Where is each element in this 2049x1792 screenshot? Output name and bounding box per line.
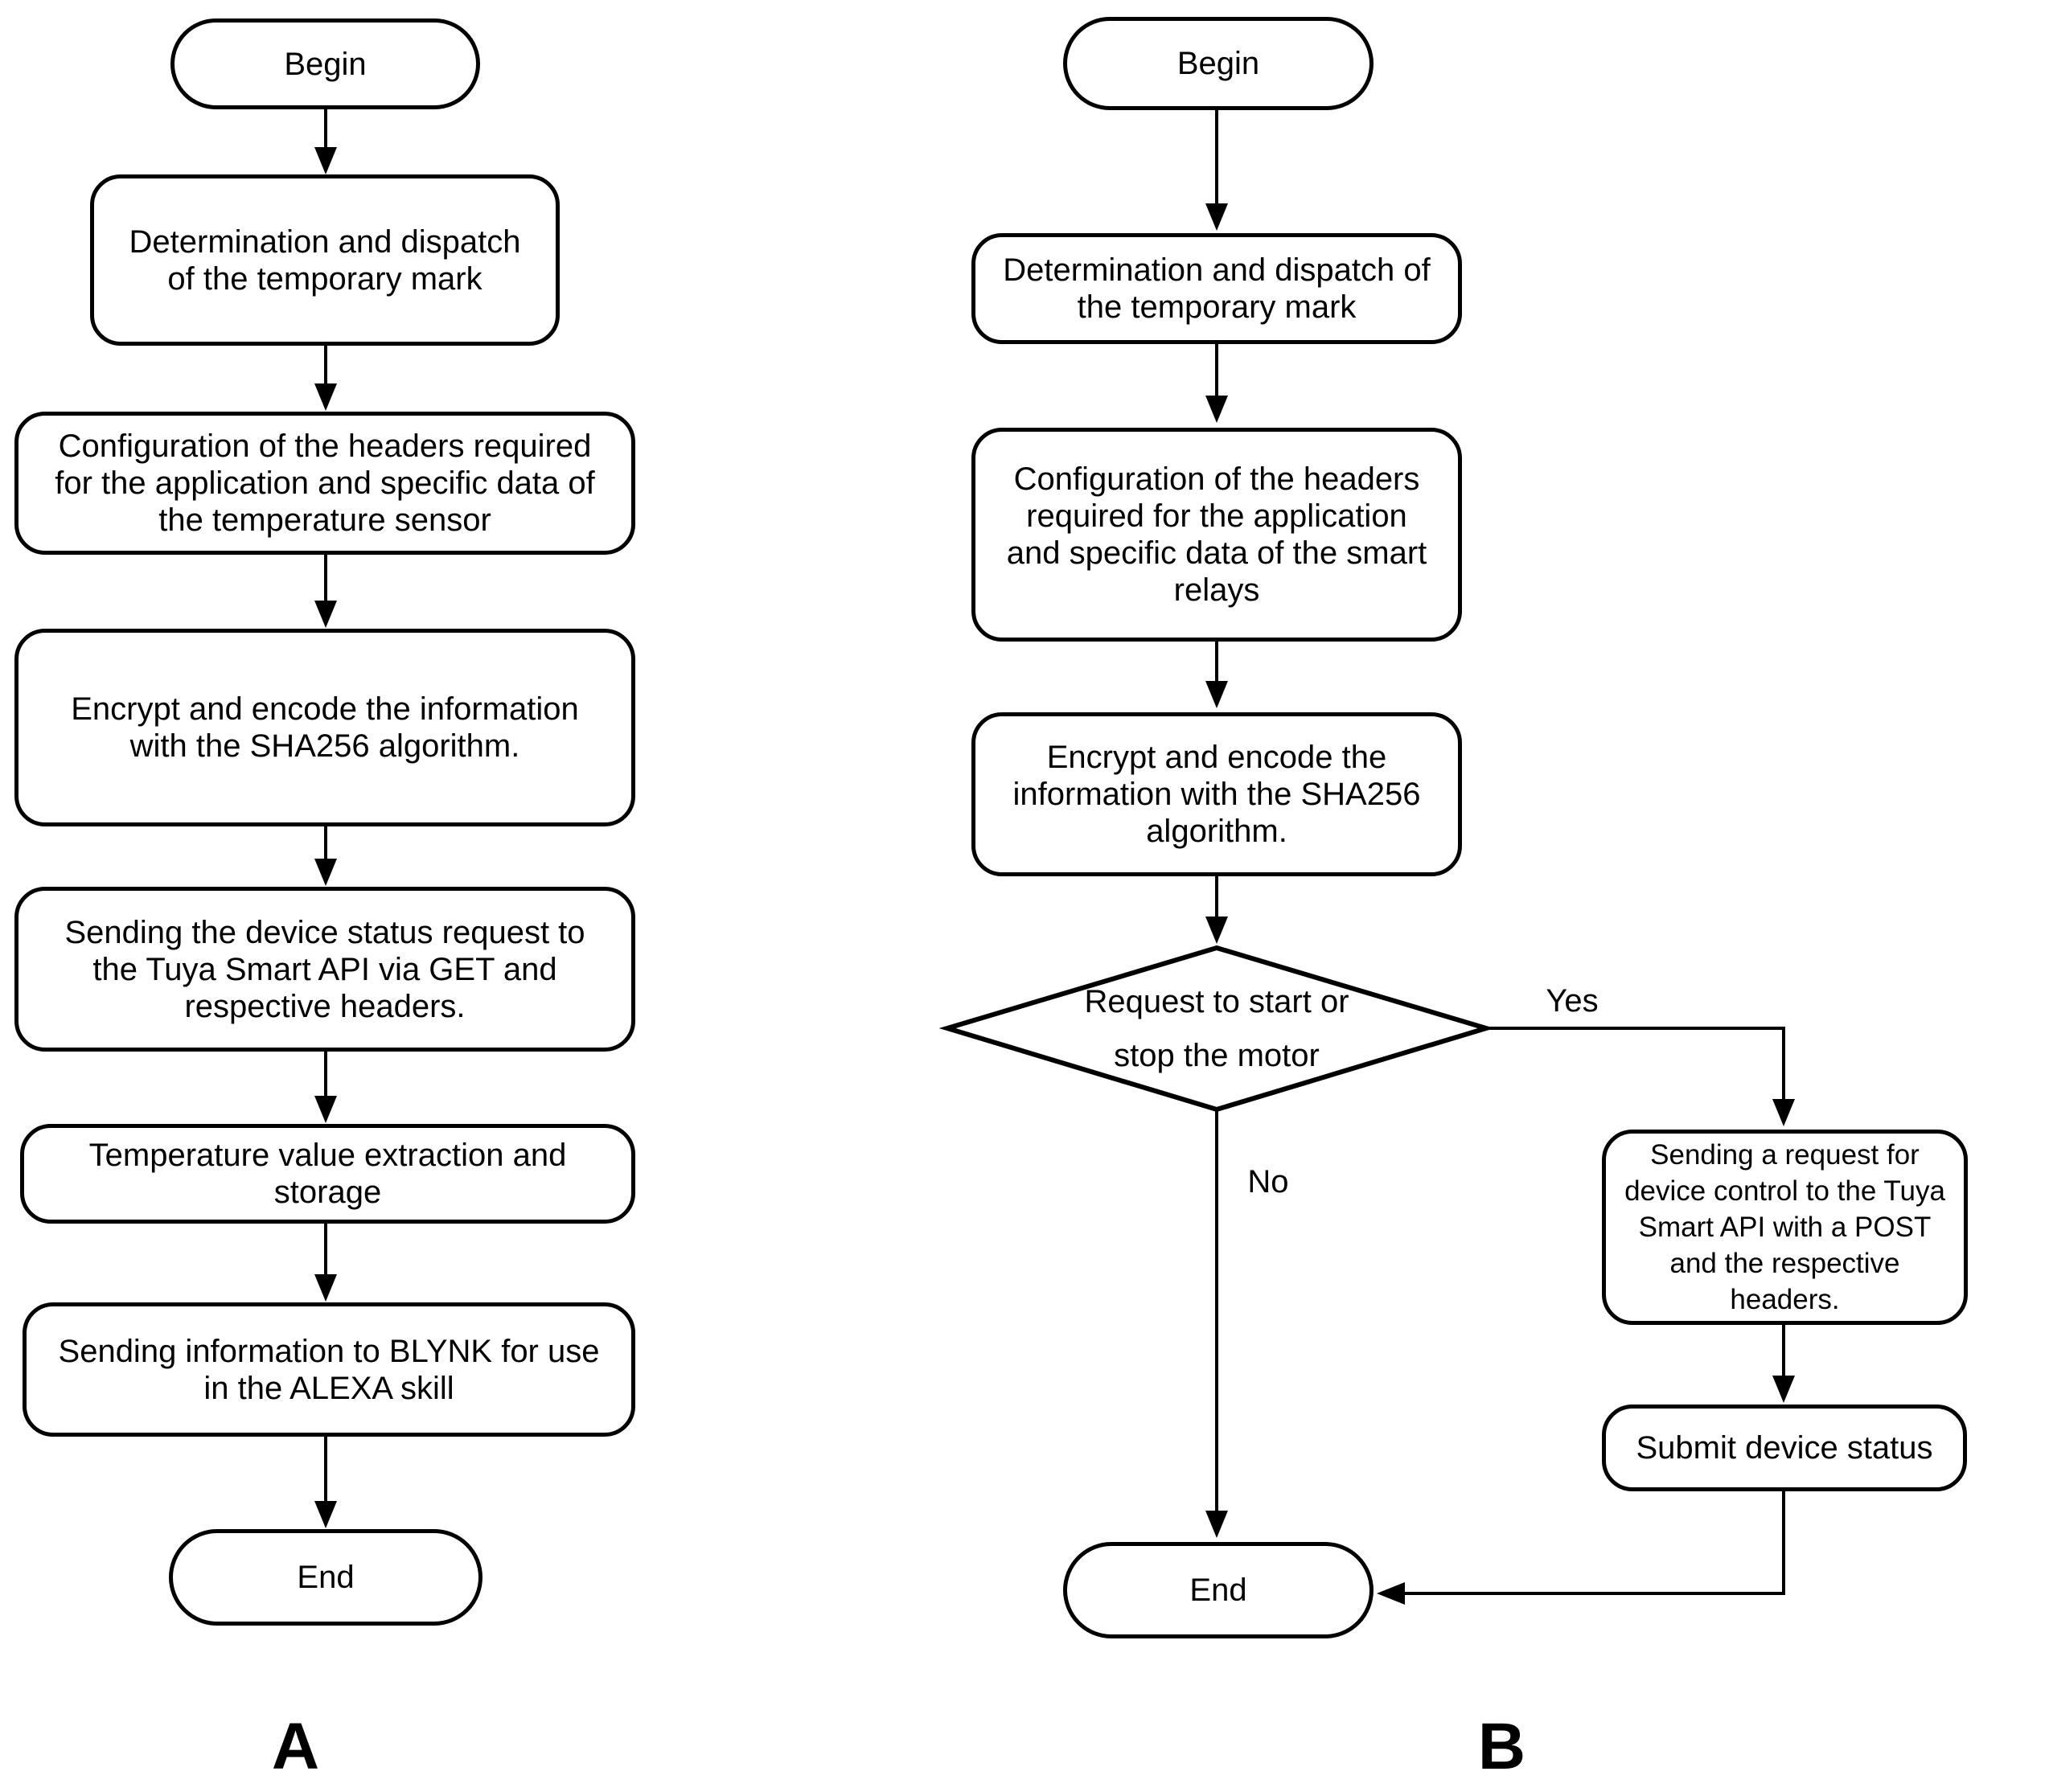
process-headers-config-b-line: Configuration of the headers	[1013, 461, 1420, 497]
process-blynk-send-a: Sending information to BLYNK for use in …	[23, 1302, 635, 1437]
terminator-end-a-label: End	[297, 1560, 355, 1595]
arrow-a-temp-to-blynk	[314, 1224, 337, 1302]
process-headers-config-b-line: and specific data of the smart	[1006, 535, 1427, 571]
arrow-a-det-to-cfg	[314, 346, 337, 411]
process-sha256-encrypt-b: Encrypt and encode the information with …	[971, 712, 1462, 876]
process-sha256-encrypt-a-line: with the SHA256 algorithm.	[129, 728, 520, 764]
terminator-begin-b: Begin	[1063, 17, 1374, 110]
arrow-a-get-to-temp	[314, 1052, 337, 1123]
process-post-request-b-line: and the respective	[1669, 1248, 1900, 1279]
process-headers-config-b-line: relays	[1173, 572, 1260, 608]
arrow-b-enc-to-decision	[1205, 876, 1228, 944]
edge-label-no: No	[1247, 1164, 1289, 1199]
process-temporary-mark-a-line: Determination and dispatch	[129, 223, 521, 260]
terminator-begin-a: Begin	[170, 18, 480, 109]
arrow-b-begin-to-det	[1205, 110, 1228, 231]
process-get-request-a-line: Sending the device status request to	[64, 914, 585, 950]
process-temperature-storage-a-line: storage	[273, 1175, 382, 1210]
chart-label-a: A	[271, 1709, 321, 1783]
decision-diamond-shape	[938, 945, 1495, 1113]
process-post-request-b: Sending a request for device control to …	[1602, 1130, 1968, 1325]
terminator-begin-b-label: Begin	[1176, 46, 1260, 81]
terminator-end-b: End	[1063, 1542, 1374, 1638]
decision-motor-request-b-line: stop the motor	[1114, 1037, 1320, 1073]
process-submit-status-b: Submit device status	[1602, 1404, 1967, 1491]
process-get-request-a: Sending the device status request to the…	[14, 887, 635, 1052]
process-temporary-mark-a-line: of the temporary mark	[167, 260, 482, 297]
arrow-b-det-to-cfg	[1205, 344, 1228, 423]
arrow-a-cfg-to-enc	[314, 555, 337, 628]
arrow-b-submit-to-end	[1377, 1491, 1785, 1605]
edge-label-yes: Yes	[1546, 983, 1599, 1019]
process-temporary-mark-b: Determination and dispatch of the tempor…	[971, 233, 1462, 344]
process-post-request-b-line: Sending a request for	[1650, 1139, 1920, 1171]
process-temperature-storage-a: Temperature value extraction and storage	[20, 1124, 635, 1224]
process-headers-config-a-line: the temperature sensor	[158, 502, 491, 538]
terminator-end-a: End	[169, 1529, 482, 1626]
process-temporary-mark-a: Determination and dispatch of the tempor…	[90, 174, 560, 346]
arrow-b-no-branch	[1205, 1109, 1228, 1538]
process-blynk-send-a-line: Sending information to BLYNK for use	[58, 1333, 600, 1369]
terminator-begin-a-label: Begin	[284, 46, 367, 82]
arrow-b-cfg-to-enc	[1205, 642, 1228, 708]
process-headers-config-b: Configuration of the headers required fo…	[971, 428, 1462, 642]
process-submit-status-b-label: Submit device status	[1636, 1430, 1933, 1466]
process-temperature-storage-a-line: Temperature value extraction and	[88, 1138, 567, 1173]
process-temporary-mark-b-line: the temporary mark	[1077, 289, 1357, 325]
process-sha256-encrypt-b-line: information with the SHA256	[1012, 777, 1421, 812]
process-get-request-a-line: the Tuya Smart API via GET and	[92, 951, 557, 987]
process-post-request-b-line: device control to the Tuya	[1624, 1175, 1945, 1207]
arrow-a-enc-to-get	[314, 826, 337, 886]
process-headers-config-a-line: Configuration of the headers required	[58, 429, 592, 464]
arrow-b-post-to-submit	[1772, 1325, 1795, 1403]
process-get-request-a-line: respective headers.	[184, 988, 466, 1024]
process-post-request-b-line: headers.	[1730, 1284, 1840, 1315]
chart-label-b: B	[1477, 1709, 1527, 1783]
arrow-a-blynk-to-end	[314, 1437, 337, 1528]
process-sha256-encrypt-b-line: algorithm.	[1146, 814, 1287, 849]
decision-motor-request-b: Request to start or stop the motor	[947, 948, 1486, 1109]
process-headers-config-b-line: required for the application	[1026, 498, 1407, 534]
process-headers-config-a: Configuration of the headers required fo…	[14, 412, 635, 555]
arrow-b-yes-branch	[1486, 1027, 1795, 1126]
process-sha256-encrypt-a-line: Encrypt and encode the information	[71, 691, 579, 727]
process-sha256-encrypt-b-line: Encrypt and encode the	[1046, 740, 1387, 775]
terminator-end-b-label: End	[1189, 1573, 1247, 1608]
process-post-request-b-line: Smart API with a POST	[1638, 1212, 1932, 1243]
process-sha256-encrypt-a: Encrypt and encode the information with …	[14, 629, 635, 826]
process-headers-config-a-line: for the application and specific data of	[55, 465, 595, 501]
arrow-a-begin-to-det	[314, 109, 337, 174]
process-temporary-mark-b-line: Determination and dispatch of	[1003, 252, 1431, 288]
process-blynk-send-a-line: in the ALEXA skill	[203, 1370, 454, 1406]
decision-motor-request-b-line: Request to start or	[1084, 983, 1349, 1019]
